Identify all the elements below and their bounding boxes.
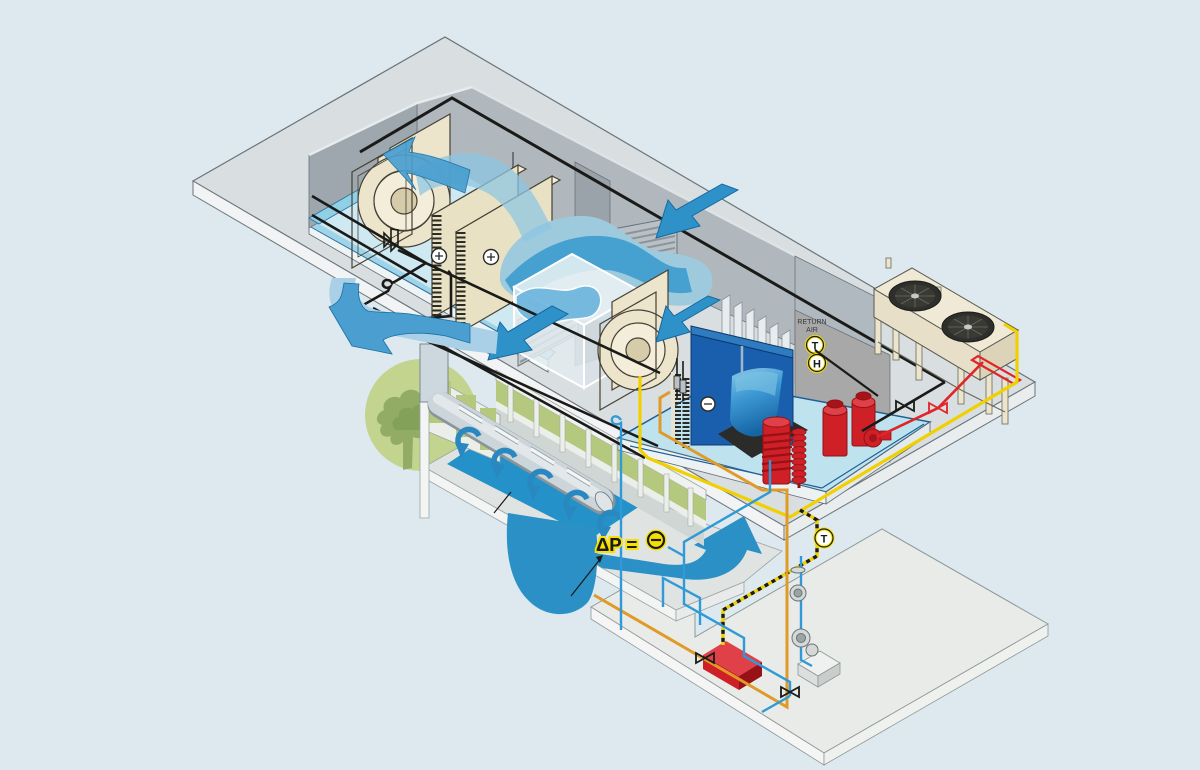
svg-text:H: H: [813, 359, 821, 371]
svg-text:T: T: [821, 534, 828, 546]
svg-text:T: T: [812, 341, 819, 353]
svg-text:AIR: AIR: [806, 327, 818, 334]
svg-text:ΔP =: ΔP =: [596, 534, 637, 555]
svg-text:ΔP =: ΔP =: [596, 534, 637, 555]
svg-text:RETURN: RETURN: [797, 319, 826, 326]
